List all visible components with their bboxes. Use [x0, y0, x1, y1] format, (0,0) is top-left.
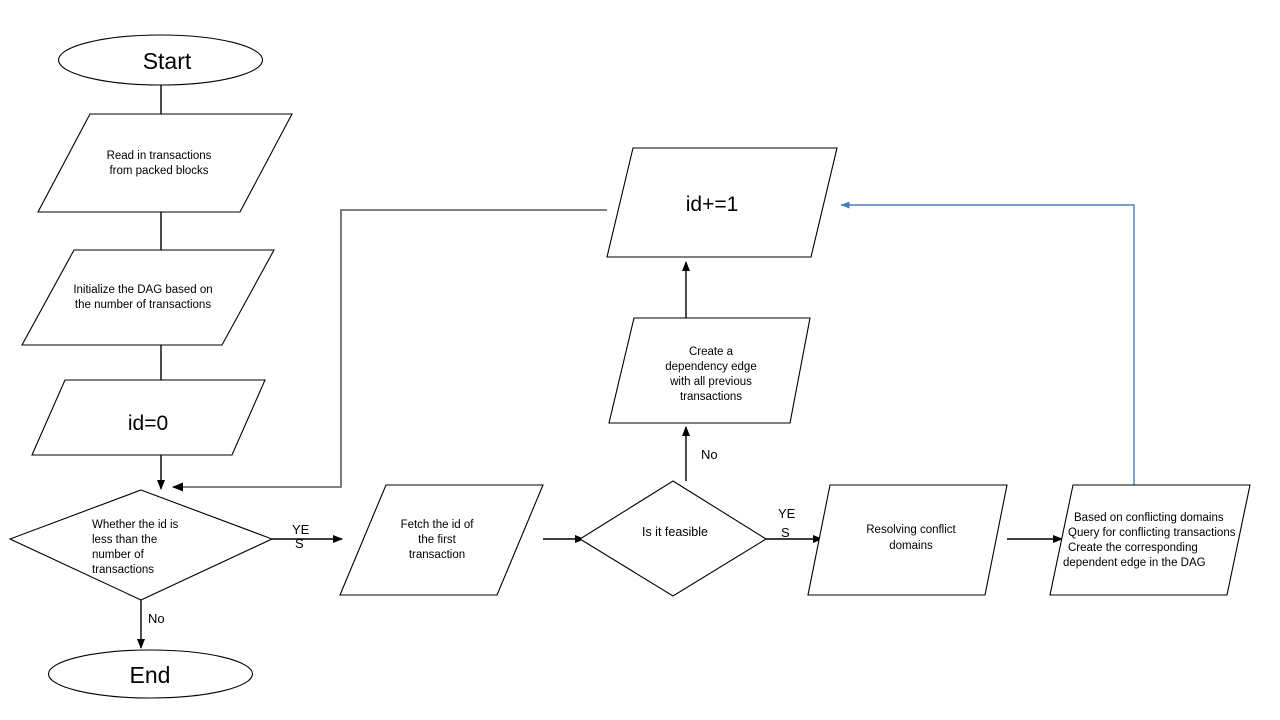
- init-dag-line2: the number of transactions: [75, 299, 211, 311]
- id-init-parallelogram: [31, 379, 266, 456]
- id-init-label: id=0: [128, 412, 168, 435]
- edge-label-feasible-no: No: [701, 447, 718, 462]
- query-conflicts-line1: Based on conflicting domains: [1074, 512, 1224, 524]
- fetch-id-line3: transaction: [409, 549, 465, 561]
- create-dependency-edge-parallelogram: [608, 317, 811, 424]
- create-dependency-line4: transactions: [680, 391, 742, 403]
- resolve-conflict-parallelogram: [807, 484, 1008, 596]
- read-transactions-line1: Read in transactions: [107, 150, 212, 162]
- check-id-line3: number of: [92, 549, 145, 561]
- feasible-yes-line1: YE: [778, 506, 796, 521]
- check-yes-line1: YE: [292, 522, 310, 537]
- read-transactions-parallelogram: [37, 113, 293, 213]
- create-dependency-line2: dependency edge: [665, 361, 756, 373]
- fetch-id-line1: Fetch the id of: [401, 519, 475, 531]
- node-resolve-conflict[interactable]: Resolving conflict domains: [807, 484, 1008, 596]
- node-fetch-id[interactable]: Fetch the id of the first transaction: [339, 484, 544, 596]
- node-check-id[interactable]: Whether the id is less than the number o…: [8, 489, 274, 601]
- query-conflicts-line2: Query for conflicting transactions: [1068, 527, 1236, 539]
- start-label: Start: [143, 48, 192, 74]
- check-id-line2: less than the: [92, 534, 157, 546]
- node-start[interactable]: Start: [57, 34, 264, 86]
- check-yes-line2: S: [295, 536, 304, 551]
- edge-label-check-yes: YE S: [292, 522, 310, 551]
- is-feasible-label: Is it feasible: [642, 525, 708, 539]
- check-id-line1: Whether the id is: [92, 519, 179, 531]
- query-conflicts-line4: dependent edge in the DAG: [1063, 557, 1206, 569]
- init-dag-line1: Initialize the DAG based on: [73, 284, 212, 296]
- node-id-increment[interactable]: id+=1: [606, 147, 838, 258]
- query-conflicts-parallelogram: [1049, 484, 1251, 596]
- create-dependency-line1: Create a: [689, 346, 734, 358]
- connector-increment-to-check-loopback: [172, 209, 607, 492]
- fetch-id-parallelogram: [339, 484, 544, 596]
- connector-query-to-increment-feedback: [840, 201, 1135, 485]
- node-end[interactable]: End: [47, 649, 254, 699]
- edge-label-check-no: No: [148, 611, 165, 626]
- node-init-dag[interactable]: Initialize the DAG based on the number o…: [21, 249, 275, 346]
- node-is-feasible[interactable]: Is it feasible: [578, 480, 768, 597]
- check-id-diamond: [8, 489, 274, 601]
- read-transactions-line2: from packed blocks: [109, 165, 208, 177]
- query-conflicts-line3: Create the corresponding: [1068, 542, 1198, 554]
- is-feasible-diamond: [578, 480, 768, 597]
- id-increment-label: id+=1: [686, 193, 739, 216]
- end-ellipse: [47, 649, 254, 699]
- resolve-conflict-line2: domains: [889, 540, 933, 552]
- node-id-init[interactable]: id=0: [31, 379, 266, 456]
- node-read-transactions[interactable]: Read in transactions from packed blocks: [37, 113, 293, 213]
- node-create-dependency-edge[interactable]: Create a dependency edge with all previo…: [608, 317, 811, 424]
- create-dependency-line3: with all previous: [669, 376, 752, 388]
- resolve-conflict-line1: Resolving conflict: [866, 524, 956, 536]
- edge-label-feasible-yes: YE S: [778, 506, 796, 540]
- start-ellipse: [57, 34, 264, 86]
- check-id-line4: transactions: [92, 564, 154, 576]
- feasible-yes-line2: S: [781, 525, 790, 540]
- node-query-conflicts[interactable]: Based on conflicting domains Query for c…: [1049, 484, 1251, 596]
- id-increment-parallelogram: [606, 147, 838, 258]
- end-label: End: [130, 662, 171, 688]
- init-dag-parallelogram: [21, 249, 275, 346]
- fetch-id-line2: the first: [418, 534, 457, 546]
